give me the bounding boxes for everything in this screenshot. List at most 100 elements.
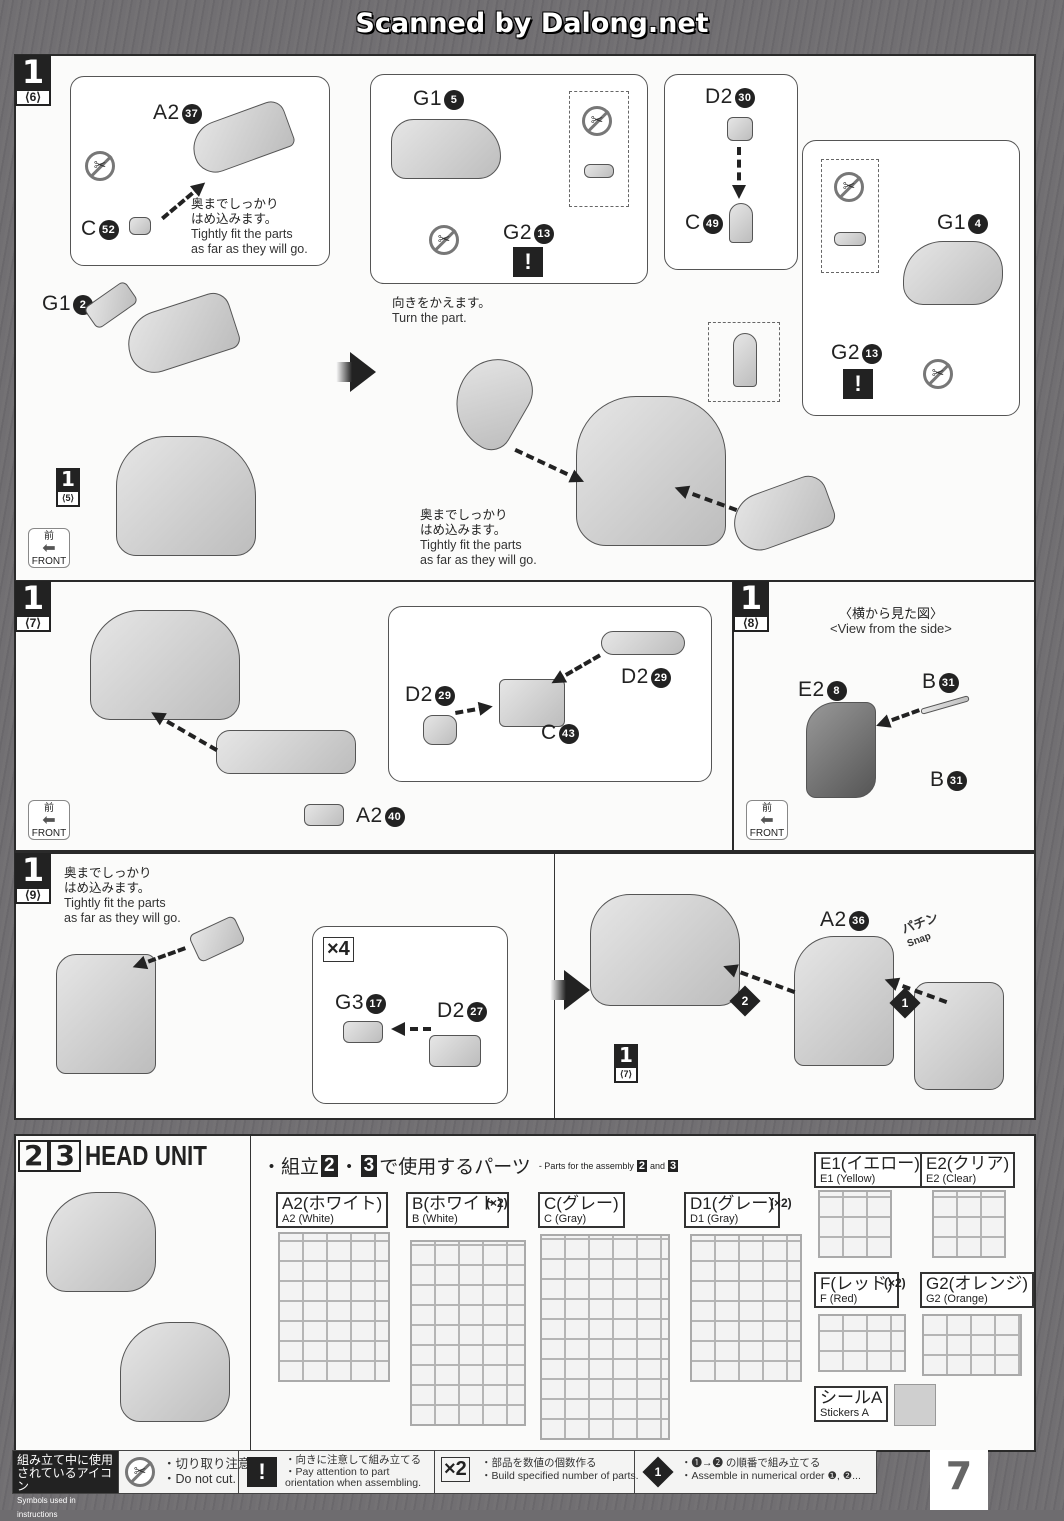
reference-step-badge: 1 ⟨7⟩ bbox=[614, 1044, 638, 1083]
runner-label-a2: A2(ホワイト)A2 (White) bbox=[276, 1192, 389, 1228]
panel-head-unit-parts: 2 3 HEAD UNIT ・組立 2 ・ 3 で使用するパーツ - Parts… bbox=[14, 1134, 1036, 1452]
runner-multiplier-f: (×2) bbox=[884, 1276, 906, 1290]
legend-item-attention: ! ・向きに注意して組み立てる・Pay attention to part or… bbox=[239, 1451, 435, 1493]
head-assembly bbox=[90, 610, 240, 720]
next-step-arrow-icon bbox=[336, 352, 376, 392]
sticker-sheet bbox=[894, 1384, 936, 1426]
head-assembly bbox=[116, 436, 256, 556]
panel-step-1-9: 1 ⟨9⟩ 奥までしっかり はめ込みます。 Tightly fit the pa… bbox=[14, 852, 1036, 1120]
side-part-left bbox=[438, 344, 544, 458]
runner-label-e2: E2(クリア)E2 (Clear) bbox=[920, 1152, 1016, 1188]
part-g1-2 bbox=[83, 280, 139, 330]
front-direction-badge: 前⬅FRONT bbox=[28, 800, 70, 840]
watermark: Scanned by Dalong.net bbox=[355, 8, 709, 39]
attention-icon: ! bbox=[247, 1457, 277, 1487]
part-c-49 bbox=[729, 203, 753, 243]
front-arrow-icon: ⬅ bbox=[42, 812, 56, 829]
front-arrow-icon: ⬅ bbox=[760, 812, 774, 829]
runner-label-d1: D1(グレー)D1 (Gray) bbox=[684, 1192, 781, 1228]
legend-item-order: 1 ・❶→❷ の順番で組み立てる・Assemble in numerical o… bbox=[635, 1451, 875, 1493]
fit-tight-note: 奥までしっかり はめ込みます。 Tightly fit the parts as… bbox=[191, 197, 308, 256]
attention-icon: ! bbox=[843, 369, 873, 399]
reference-step-badge: 1 ⟨5⟩ bbox=[56, 468, 80, 507]
part-g1-5 bbox=[391, 119, 501, 179]
symbols-legend: 組み立て中に使用 されているアイコン Symbols used in instr… bbox=[12, 1450, 877, 1519]
attention-icon: ! bbox=[513, 247, 543, 277]
assembly-arrow bbox=[455, 705, 488, 715]
part-a2-37 bbox=[185, 97, 297, 179]
step-number-3: 3 bbox=[49, 1140, 81, 1172]
part-g3-17 bbox=[343, 1021, 383, 1043]
no-cut-icon bbox=[85, 151, 115, 181]
fin-cap-part bbox=[188, 914, 246, 964]
step-number-2: 2 bbox=[18, 1140, 50, 1172]
step-badge: 1 ⟨7⟩ bbox=[15, 581, 51, 632]
legend-item-multiply: ×2 ・部品を数値の個数作る・Build specified number of… bbox=[435, 1451, 639, 1493]
parts-list-title: ・組立 2 ・ 3 で使用するパーツ - Parts for the assem… bbox=[262, 1154, 679, 1178]
fit-tight-note: 奥までしっかり はめ込みます。 Tightly fit the parts as… bbox=[420, 508, 537, 567]
fin-stack-assembly bbox=[56, 954, 156, 1074]
runner-g2 bbox=[922, 1314, 1022, 1376]
part-d2-29-left bbox=[423, 715, 457, 745]
front-direction-badge: 前⬅FRONT bbox=[746, 800, 788, 840]
runner-e2 bbox=[932, 1190, 1006, 1258]
runner-multiplier-d1: (×2) bbox=[770, 1196, 792, 1210]
runner-b bbox=[410, 1240, 526, 1426]
view-side-caption: 〈横から見た図〉 <View from the side> bbox=[830, 606, 952, 636]
part-d2-27 bbox=[429, 1035, 481, 1067]
front-arrow-icon: ⬅ bbox=[42, 540, 56, 557]
part-a2-36 bbox=[794, 936, 894, 1066]
no-cut-icon bbox=[582, 106, 612, 136]
part-g1-4 bbox=[903, 241, 1003, 305]
part-c-43-assembly bbox=[216, 730, 356, 774]
page-number: 7 bbox=[930, 1450, 988, 1510]
divider bbox=[250, 1136, 251, 1450]
multiply-icon: ×2 bbox=[441, 1457, 470, 1482]
no-cut-icon bbox=[834, 172, 864, 202]
front-direction-badge: 前⬅FRONT bbox=[28, 528, 70, 568]
no-cut-icon bbox=[429, 225, 459, 255]
runner-d1 bbox=[690, 1234, 802, 1382]
no-cut-icon bbox=[923, 359, 953, 389]
runner-label-f: F(レッド)F (Red) bbox=[814, 1272, 899, 1308]
part-d2-30 bbox=[727, 117, 753, 141]
assembly-arrow bbox=[881, 708, 920, 726]
runner-a2 bbox=[278, 1232, 390, 1382]
part-c-52 bbox=[129, 217, 151, 235]
head-top-part bbox=[119, 288, 243, 380]
assembly-arrow bbox=[514, 448, 580, 482]
runner-e1 bbox=[818, 1190, 892, 1258]
head-preview-1 bbox=[46, 1192, 156, 1292]
step-badge: 1 ⟨9⟩ bbox=[15, 853, 51, 904]
head-assembly bbox=[590, 894, 740, 1006]
step-badge: 1 ⟨8⟩ bbox=[733, 581, 769, 632]
head-preview-2 bbox=[120, 1322, 230, 1422]
order-step-1-icon: 1 bbox=[889, 987, 921, 1019]
detail-inset bbox=[708, 322, 780, 402]
assembly-arrow bbox=[737, 147, 741, 193]
order-icon: 1 bbox=[642, 1456, 674, 1488]
snap-sound-label: パチン Snap bbox=[900, 910, 941, 950]
side-part-right bbox=[725, 470, 839, 558]
